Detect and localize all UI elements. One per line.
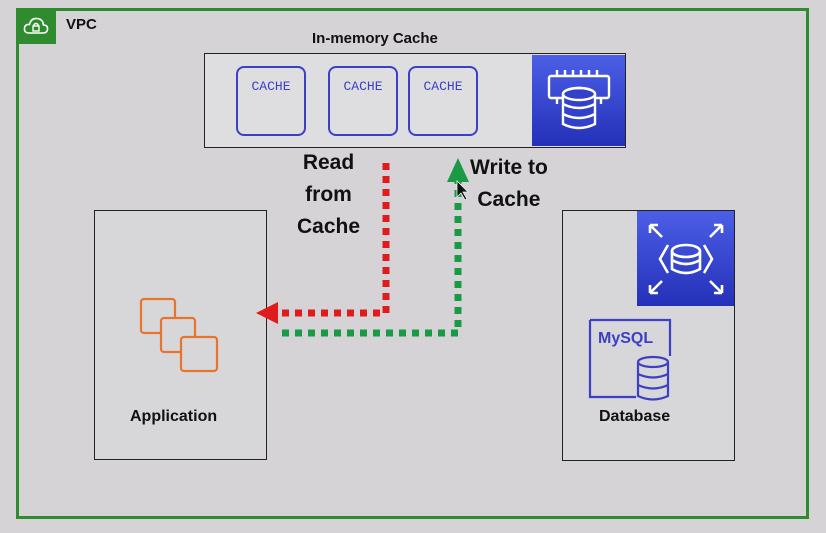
vpc-label: VPC bbox=[66, 16, 97, 33]
cache-node-label: CACHE bbox=[343, 79, 383, 94]
vpc-boundary bbox=[16, 8, 809, 519]
write-to-cache-arrow bbox=[282, 180, 462, 337]
cache-node-label: CACHE bbox=[423, 79, 463, 94]
cache-cluster-title: In-memory Cache bbox=[312, 30, 438, 47]
read-label-line: from bbox=[305, 183, 352, 206]
database-label: Database bbox=[599, 408, 671, 425]
vpc-badge bbox=[16, 8, 56, 44]
elasticache-service-tile bbox=[532, 55, 625, 146]
rds-icon bbox=[648, 223, 723, 294]
read-label-line: Read bbox=[302, 151, 355, 174]
rds-service-tile bbox=[637, 211, 734, 306]
application-label: Application bbox=[130, 408, 218, 425]
write-to-cache-label: Write to Cache bbox=[470, 152, 548, 216]
mouse-cursor-icon bbox=[456, 180, 469, 201]
read-from-cache-label: Read from Cache bbox=[297, 147, 360, 243]
write-label-line: Cache bbox=[477, 188, 541, 211]
write-arrowhead bbox=[447, 158, 469, 182]
elasticache-icon bbox=[547, 69, 610, 129]
cloud-lock-icon bbox=[23, 17, 49, 34]
cache-node-3: CACHE bbox=[408, 66, 478, 136]
read-label-line: Cache bbox=[297, 215, 361, 238]
cache-node-label: CACHE bbox=[251, 79, 291, 94]
read-from-cache-arrow bbox=[276, 163, 390, 317]
mysql-engine-label: MySQL bbox=[598, 330, 654, 347]
cache-node-2: CACHE bbox=[328, 66, 398, 136]
write-label-line: Write to bbox=[470, 156, 548, 179]
read-arrowhead bbox=[256, 302, 278, 324]
cache-node-1: CACHE bbox=[236, 66, 306, 136]
